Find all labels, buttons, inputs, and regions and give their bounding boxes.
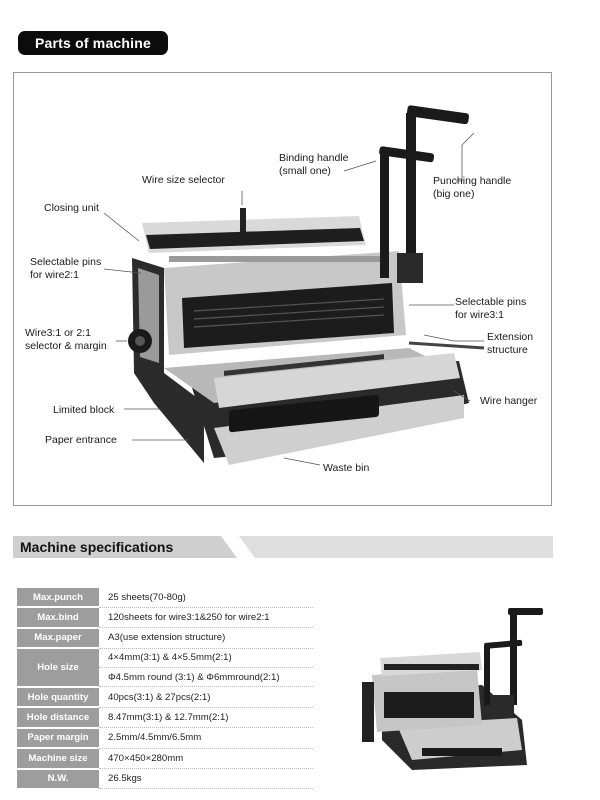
parts-diagram: Binding handle (small one) Wire size sel… bbox=[13, 72, 552, 506]
handle-hub bbox=[397, 253, 423, 283]
label-waste-bin: Waste bin bbox=[323, 462, 370, 474]
specs-heading: Machine specifications bbox=[20, 539, 174, 555]
waste-bin-drawer bbox=[229, 394, 379, 433]
extension-rod bbox=[408, 341, 485, 350]
bed-plate bbox=[214, 353, 460, 408]
label-punching-handle: Punching handle (big one) bbox=[433, 175, 512, 200]
spec-key: Max.bind bbox=[17, 607, 99, 629]
spec-value: 26.5kgs bbox=[99, 768, 313, 790]
section-title-parts: Parts of machine bbox=[18, 31, 168, 55]
label-pins-wire21: Selectable pins for wire2:1 bbox=[30, 256, 102, 281]
label-wire-hanger: Wire hanger bbox=[480, 395, 538, 407]
spec-key: Hole quantity bbox=[17, 686, 99, 709]
spec-value: 25 sheets(70-80g) bbox=[99, 588, 313, 608]
spec-value: 4×4mm(3:1) & 4×5.5mm(2:1) bbox=[99, 648, 313, 669]
label-pins-wire31: Selectable pins for wire3:1 bbox=[455, 296, 527, 321]
label-wire-size-selector: Wire size selector bbox=[142, 174, 225, 186]
label-extension: Extension structure bbox=[487, 331, 534, 356]
label-binding-handle: Binding handle (small one) bbox=[279, 152, 349, 177]
paper-slot bbox=[224, 354, 384, 376]
punch-comb bbox=[193, 298, 385, 328]
spec-key: Hole size bbox=[17, 648, 99, 688]
machine-photo bbox=[362, 608, 543, 770]
selectable-pins bbox=[169, 256, 389, 262]
label-selector-margin: Wire3:1 or 2:1 selector & margin bbox=[25, 327, 107, 352]
spec-key: Machine size bbox=[17, 748, 99, 770]
spec-key: Hole distance bbox=[17, 707, 99, 729]
spec-key: Max.punch bbox=[17, 588, 99, 609]
table-row: Φ4.5mm round (3:1) & Φ6mmround(2:1) bbox=[17, 667, 313, 688]
wire-size-selector-post bbox=[240, 208, 246, 232]
label-paper-entrance: Paper entrance bbox=[45, 434, 117, 446]
label-closing-unit: Closing unit bbox=[44, 202, 99, 214]
spec-key: Paper margin bbox=[17, 727, 99, 750]
punching-handle-grip bbox=[406, 105, 470, 125]
spec-value: 120sheets for wire3:1&250 for wire2:1 bbox=[99, 607, 313, 629]
spec-value: Φ4.5mm round (3:1) & Φ6mmround(2:1) bbox=[99, 667, 313, 688]
spec-key: N.W. bbox=[17, 768, 99, 790]
punch-window bbox=[182, 283, 394, 348]
leader-lines bbox=[103, 132, 484, 466]
machine-illustration bbox=[103, 105, 485, 466]
binding-handle-bar bbox=[380, 148, 389, 278]
spec-value: A3(use extension structure) bbox=[99, 627, 313, 649]
closing-jaw bbox=[146, 228, 364, 249]
tray-front bbox=[214, 395, 464, 465]
spec-value: 470×450×280mm bbox=[99, 748, 313, 770]
spec-value: 8.47mm(3:1) & 12.7mm(2:1) bbox=[99, 707, 313, 729]
table-row: N.W.26.5kgs bbox=[17, 768, 313, 790]
spec-key: Max.paper bbox=[17, 627, 99, 650]
spec-value: 2.5mm/4.5mm/6.5mm bbox=[99, 727, 313, 749]
spec-value: 40pcs(3:1) & 27pcs(2:1) bbox=[99, 686, 313, 708]
punching-handle-bar bbox=[406, 113, 416, 278]
label-limited-block: Limited block bbox=[53, 404, 115, 416]
specs-heading-band bbox=[13, 536, 553, 558]
